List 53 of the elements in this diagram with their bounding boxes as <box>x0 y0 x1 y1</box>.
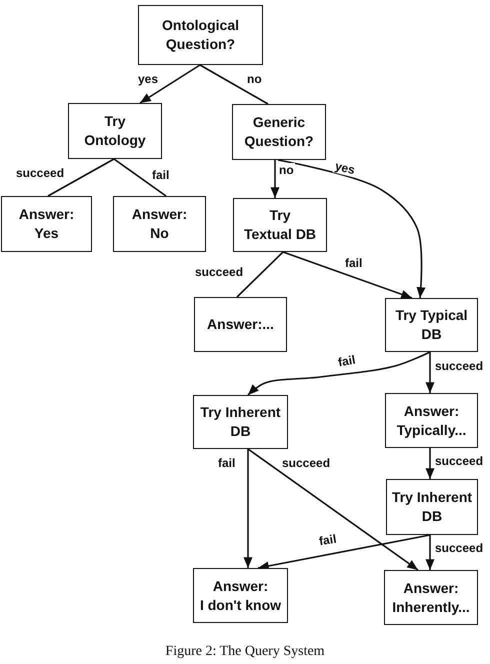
process-box <box>193 395 288 449</box>
edge-label: succeed <box>434 541 484 555</box>
arrow <box>244 449 252 568</box>
arrow <box>426 448 434 479</box>
arrow <box>278 159 426 298</box>
edge-label: succeed <box>194 265 244 279</box>
edge-label: fail <box>217 456 236 470</box>
node-label: Try Inherent DB <box>390 488 474 526</box>
process-box <box>386 479 478 535</box>
arrow <box>270 160 280 198</box>
node-label: Try Textual DB <box>244 206 316 244</box>
arrow <box>140 64 200 104</box>
process-box <box>385 393 478 448</box>
process-box <box>138 5 263 65</box>
node-label: Answer: I don't know <box>200 576 282 614</box>
process-box <box>233 198 327 252</box>
edge-label: succeed <box>434 454 484 468</box>
edge-label: succeed <box>15 166 66 180</box>
arrow <box>426 352 434 393</box>
node-label: Try Typical DB <box>394 306 469 344</box>
arrow <box>247 351 430 396</box>
node-label: Answer: No <box>132 205 188 243</box>
process-box <box>194 297 287 352</box>
connector-line <box>114 158 166 197</box>
figure-caption: Figure 2: The Query System <box>164 643 326 660</box>
node-label: Try Inherent DB <box>199 403 282 441</box>
edge-label: succeed <box>281 456 332 470</box>
process-box <box>193 568 288 623</box>
node-label: Generic Question? <box>243 113 315 151</box>
process-box <box>68 103 162 159</box>
process-box <box>1 196 92 252</box>
process-box <box>113 196 206 252</box>
connector-line <box>236 251 284 298</box>
connector-line <box>200 64 268 105</box>
node-label: Answer: Inherently... <box>391 578 471 616</box>
node-label: Try Ontology <box>84 112 146 150</box>
arrow <box>426 535 434 570</box>
arrow <box>258 534 430 570</box>
process-box <box>385 298 478 352</box>
edge-label: no <box>278 163 295 177</box>
process-box <box>232 104 326 160</box>
connector-line <box>48 158 114 197</box>
edge-label: fail <box>151 168 170 182</box>
node-label: Answer: Yes <box>18 205 74 243</box>
node-label: Answer:... <box>207 315 274 334</box>
edge-label: succeed <box>434 359 484 373</box>
node-label: Ontological Question? <box>161 16 240 54</box>
node-label: Answer: Typically... <box>396 402 468 440</box>
edge-label: fail <box>317 532 338 548</box>
arrow <box>282 251 412 299</box>
arrow <box>248 448 418 571</box>
process-box <box>384 570 478 625</box>
edge-label: fail <box>344 256 364 270</box>
